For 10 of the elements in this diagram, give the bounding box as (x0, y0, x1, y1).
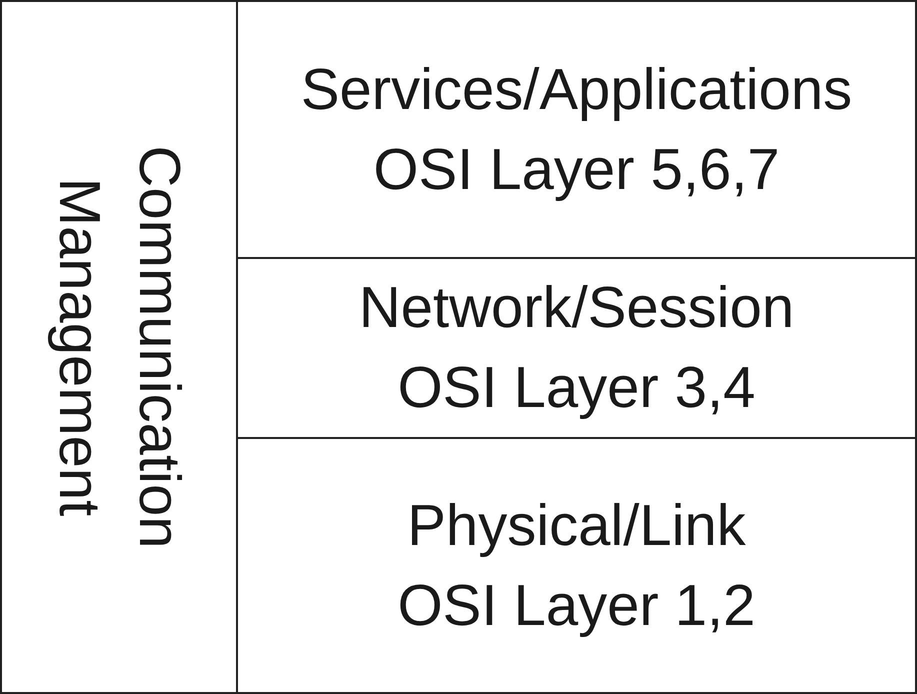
osi-layer-number: OSI Layer 3,4 (398, 354, 756, 422)
layer-name: Services/Applications (300, 56, 852, 124)
side-title: Communication Management (46, 144, 193, 550)
layer-box (236, 437, 917, 694)
layer-box (236, 0, 917, 259)
layer-name: Physical/Link (407, 492, 746, 560)
osi-layer-number: OSI Layer 5,6,7 (373, 136, 780, 204)
layer-name: Network/Session (358, 274, 794, 342)
osi-layer-number: OSI Layer 1,2 (398, 572, 756, 640)
side-panel (0, 0, 238, 694)
